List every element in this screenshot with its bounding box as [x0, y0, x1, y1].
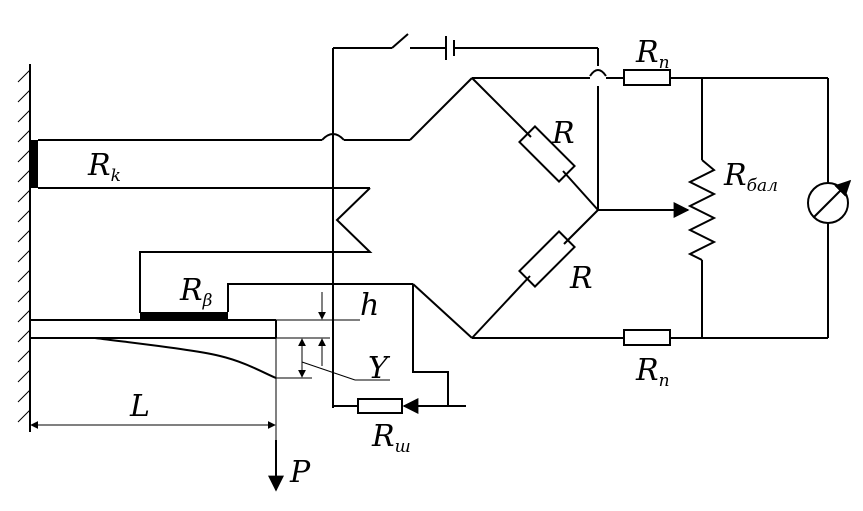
label-rb: Rβ: [179, 273, 213, 311]
label-l: L: [129, 389, 150, 424]
supply-circuit: [332, 33, 607, 408]
compensation-gauge-wires: [38, 133, 410, 313]
dimension-h: [276, 292, 360, 366]
label-rk: Rk: [87, 148, 121, 186]
label-p: P: [289, 455, 311, 490]
dimension-l: [30, 338, 277, 440]
bridge: [409, 77, 690, 339]
working-gauge: [140, 312, 228, 320]
balance-potentiometer: [687, 159, 717, 261]
fixed-wall: [17, 64, 38, 432]
cantilever-beam: [30, 283, 413, 379]
label-rp-bottom: Rп: [635, 353, 670, 391]
resistor-rsh: [357, 398, 403, 414]
label-rp-top: Rп: [635, 35, 670, 73]
label-rsh: Rш: [371, 419, 411, 457]
dimension-y: [276, 338, 390, 381]
output-circuit: [623, 69, 852, 346]
label-r-top: R: [551, 116, 575, 151]
shunt-circuit: [333, 284, 466, 414]
label-rbal: Rбал: [723, 158, 778, 196]
label-h: h: [360, 288, 379, 323]
label-r-bottom: R: [569, 261, 593, 296]
resistor-rp-bottom: [623, 329, 671, 346]
label-y: Y: [368, 351, 391, 386]
